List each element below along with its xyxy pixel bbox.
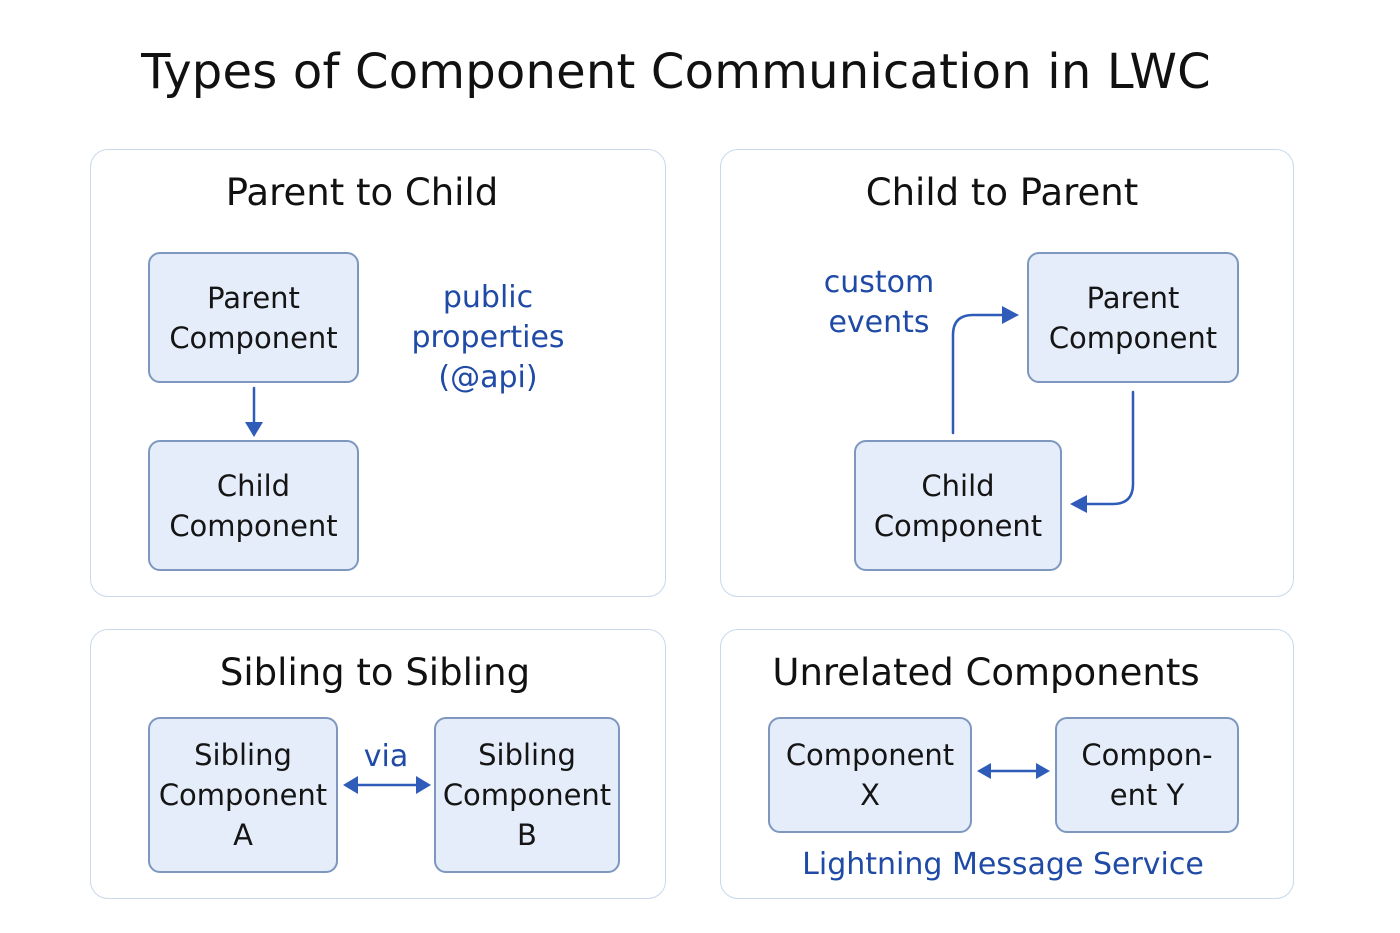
node-label-line: ent Y bbox=[1109, 778, 1185, 812]
node-label-line: Component bbox=[442, 778, 612, 812]
page-title: Types of Component Communication in LWC bbox=[141, 44, 1211, 100]
node-label-line: A bbox=[233, 818, 253, 852]
node-label-line: Component bbox=[158, 778, 328, 812]
node-label-line: Component bbox=[169, 508, 338, 543]
parent-component-node: Parent Component bbox=[1027, 252, 1239, 383]
node-label-line: Component bbox=[873, 508, 1043, 543]
arrowhead-down bbox=[245, 422, 263, 437]
node-label-line: Component bbox=[785, 738, 955, 772]
panel-heading-child-to-parent: Child to Parent bbox=[865, 171, 1139, 214]
note-line: (@api) bbox=[438, 360, 538, 395]
node-label-line: Parent bbox=[207, 280, 300, 315]
arrowhead-left bbox=[1070, 495, 1087, 513]
note-line: properties bbox=[411, 320, 565, 355]
sibling-component-a-node: Sibling Component A bbox=[148, 717, 338, 873]
arrowhead-right bbox=[416, 776, 431, 794]
custom-events-note: custom events bbox=[800, 263, 958, 343]
sibling-component-b-node: Sibling Component B bbox=[434, 717, 620, 873]
node-label-line: Compon- bbox=[1081, 738, 1213, 772]
arrowhead-right bbox=[1002, 306, 1019, 324]
note-line: events bbox=[828, 305, 930, 340]
arrowhead-left bbox=[977, 763, 991, 779]
node-label-line: B bbox=[517, 818, 537, 852]
node-label-line: Parent bbox=[1086, 280, 1180, 315]
node-label-line: Child bbox=[216, 468, 291, 503]
node-label-line: Component bbox=[1048, 320, 1218, 355]
child-component-node: Child Component bbox=[854, 440, 1062, 571]
via-note: via bbox=[363, 739, 409, 774]
public-properties-note: public properties (@api) bbox=[398, 278, 578, 398]
node-label-line: Child bbox=[921, 468, 995, 503]
node-label-line: Sibling bbox=[478, 738, 576, 772]
note-line: public bbox=[442, 280, 534, 315]
component-y-node: Compon- ent Y bbox=[1055, 717, 1239, 833]
parent-component-node: Parent Component bbox=[148, 252, 359, 383]
arrowhead-left bbox=[343, 776, 358, 794]
panel-heading-sibling-to-sibling: Sibling to Sibling bbox=[219, 651, 531, 694]
arrowhead-right bbox=[1036, 763, 1050, 779]
node-label-line: X bbox=[860, 778, 880, 812]
note-line: custom bbox=[823, 265, 935, 300]
panel-heading-parent-to-child: Parent to Child bbox=[225, 171, 499, 214]
lightning-message-service-note: Lightning Message Service bbox=[802, 847, 1204, 882]
child-component-node: Child Component bbox=[148, 440, 359, 571]
component-x-node: Component X bbox=[768, 717, 972, 833]
parent-to-child-return-arrow bbox=[1083, 390, 1135, 506]
child-to-parent-event-arrow bbox=[951, 313, 1006, 435]
node-label-line: Component bbox=[169, 320, 338, 355]
panel-heading-unrelated-components: Unrelated Components bbox=[772, 651, 1200, 694]
node-label-line: Sibling bbox=[194, 738, 292, 772]
